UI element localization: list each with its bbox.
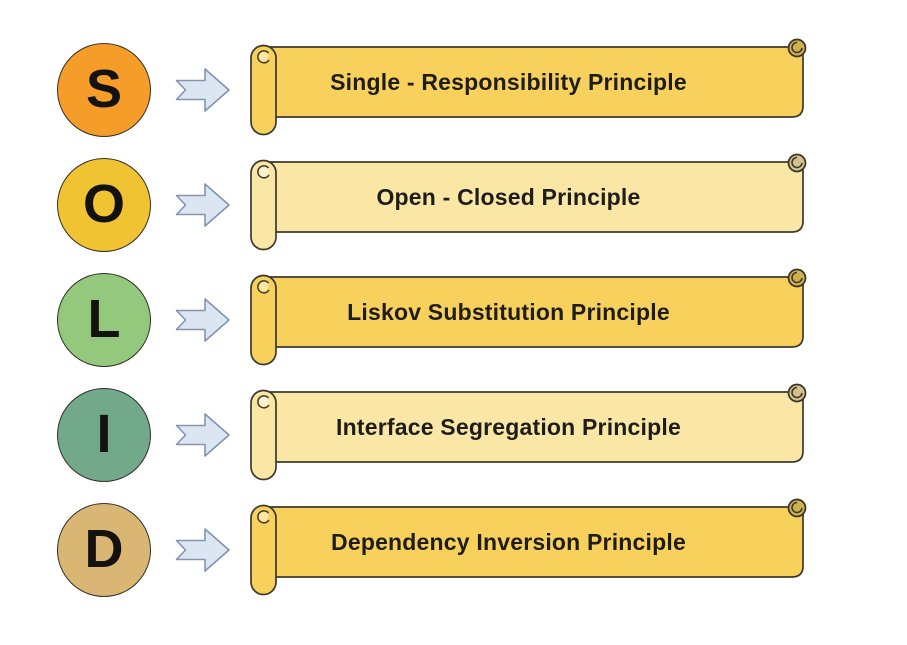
arrow-right-icon [175,182,231,228]
principle-row-d: D Dependency Inversion Principle [57,498,907,602]
principle-label: Interface Segregation Principle [336,413,681,440]
left-roll [250,504,277,596]
letter-label: O [82,174,125,234]
letter-label: I [96,404,112,464]
scroll-banner: Interface Segregation Principle [242,383,837,487]
principle-row-s: S Single - Responsibility Principle [57,38,907,142]
principle-label: Single - Responsibility Principle [330,68,687,95]
principle-label: Dependency Inversion Principle [331,528,686,555]
letter-badge-l: L [57,273,151,367]
left-roll [250,44,277,136]
principle-row-i: I Interface Segregation Principle [57,383,907,487]
scroll-banner: Dependency Inversion Principle [242,498,837,602]
letter-badge-d: D [57,503,151,597]
arrow-right-icon [175,527,231,573]
scroll-banner: Open - Closed Principle [242,153,837,257]
letter-label: D [84,519,124,579]
left-roll [250,389,277,481]
scroll-banner: Liskov Substitution Principle [242,268,837,372]
principle-row-o: O Open - Closed Principle [57,153,907,257]
arrow-right-icon [175,412,231,458]
arrow-right-icon [175,297,231,343]
letter-badge-s: S [57,43,151,137]
left-roll [250,159,277,251]
letter-label: L [87,289,121,349]
principle-label: Open - Closed Principle [376,183,641,210]
left-roll [250,274,277,366]
letter-label: S [85,59,123,119]
principle-label: Liskov Substitution Principle [347,298,670,325]
scroll-banner: Single - Responsibility Principle [242,38,837,142]
arrow-right-icon [175,67,231,113]
letter-badge-o: O [57,158,151,252]
principle-row-l: L Liskov Substitution Principle [57,268,907,372]
letter-badge-i: I [57,388,151,482]
